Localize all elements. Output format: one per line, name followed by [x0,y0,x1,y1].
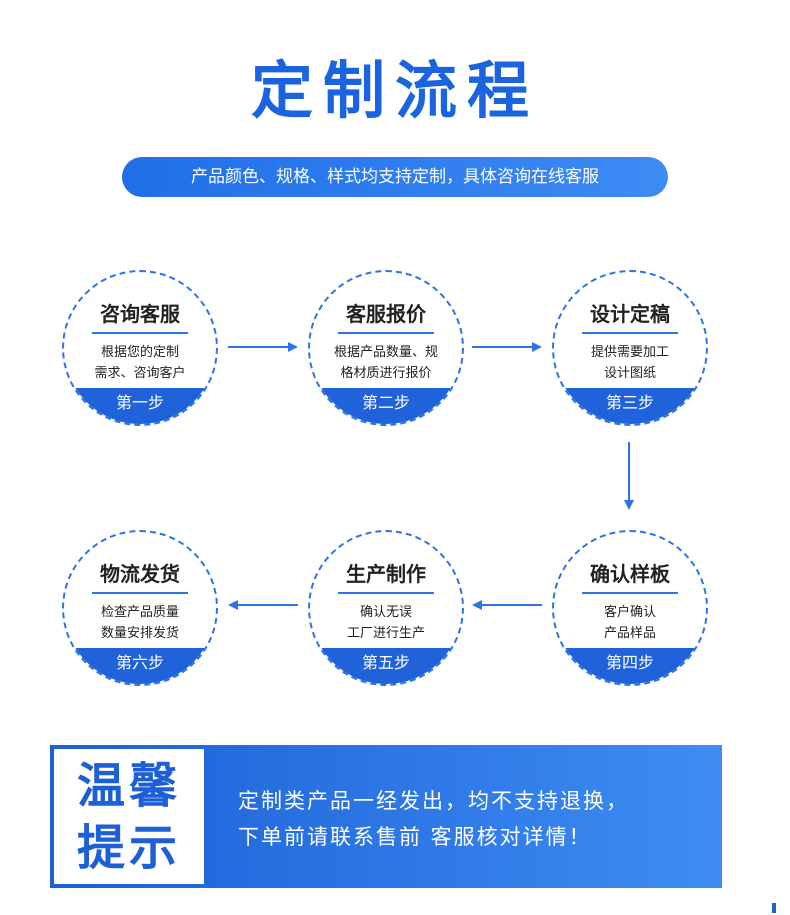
step-description: 提供需要加工 设计图纸 [568,342,692,384]
step-divider [338,592,434,594]
step-title: 物流发货 [100,562,180,586]
step-desc-line: 需求、咨询客户 [94,366,186,381]
step-divider [582,592,678,594]
step-desc-line: 确认无误 [359,605,412,620]
tip-label: 温馨 提示 [54,749,204,884]
step-desc-line: 格材质进行报价 [340,366,432,381]
step-label: 第二步 [310,388,462,424]
step-title: 设计定稿 [590,302,670,326]
step-label: 第六步 [64,648,216,684]
step-card-6: 物流发货 检查产品质量 数量安排发货 第六步 [62,530,218,686]
step-desc-line: 数量安排发货 [100,626,179,641]
step-description: 检查产品质量 数量安排发货 [78,602,202,644]
step-description: 根据您的定制 需求、咨询客户 [78,342,202,384]
tip-label-line: 温馨 [76,758,181,814]
step-label: 第四步 [554,648,706,684]
arrow-left-icon [228,600,298,610]
tip-text-line: 下单前请联系售前 客服核对详情！ [238,825,592,849]
step-divider [338,332,434,334]
step-divider [582,332,678,334]
tip-text: 定制类产品一经发出，均不支持退换， 下单前请联系售前 客服核对详情！ [238,783,629,855]
corner-mark [772,903,776,913]
step-label: 第五步 [310,648,462,684]
step-card-1: 咨询客服 根据您的定制 需求、咨询客户 第一步 [62,270,218,426]
step-desc-line: 提供需要加工 [590,345,669,360]
step-card-2: 客服报价 根据产品数量、规 格材质进行报价 第二步 [308,270,464,426]
step-desc-line: 设计图纸 [603,366,656,381]
page-title: 定制流程 [250,54,539,127]
step-label: 第一步 [64,388,216,424]
step-desc-line: 产品样品 [603,626,656,641]
arrow-left-icon [472,600,542,610]
step-desc-line: 客户确认 [603,605,656,620]
step-desc-line: 检查产品质量 [100,605,179,620]
step-description: 客户确认 产品样品 [568,602,692,644]
step-title: 确认样板 [590,562,670,586]
step-title: 客服报价 [346,302,426,326]
step-card-4: 确认样板 客户确认 产品样品 第四步 [552,530,708,686]
subtitle-banner: 产品颜色、规格、样式均支持定制，具体咨询在线客服 [122,157,668,197]
warm-tip-banner: 温馨 提示 定制类产品一经发出，均不支持退换， 下单前请联系售前 客服核对详情！ [50,745,722,888]
step-title: 生产制作 [346,562,426,586]
arrow-right-icon [228,342,298,352]
step-desc-line: 工厂进行生产 [346,626,425,641]
step-divider [92,592,188,594]
step-divider [92,332,188,334]
step-desc-line: 根据您的定制 [100,345,179,360]
tip-label-line: 提示 [76,820,181,876]
arrow-right-icon [472,342,542,352]
step-description: 根据产品数量、规 格材质进行报价 [324,342,448,384]
arrow-down-icon [624,442,634,510]
step-card-5: 生产制作 确认无误 工厂进行生产 第五步 [308,530,464,686]
step-desc-line: 根据产品数量、规 [333,345,438,360]
tip-text-line: 定制类产品一经发出，均不支持退换， [238,789,629,813]
step-card-3: 设计定稿 提供需要加工 设计图纸 第三步 [552,270,708,426]
step-title: 咨询客服 [100,302,180,326]
step-label: 第三步 [554,388,706,424]
step-description: 确认无误 工厂进行生产 [324,602,448,644]
